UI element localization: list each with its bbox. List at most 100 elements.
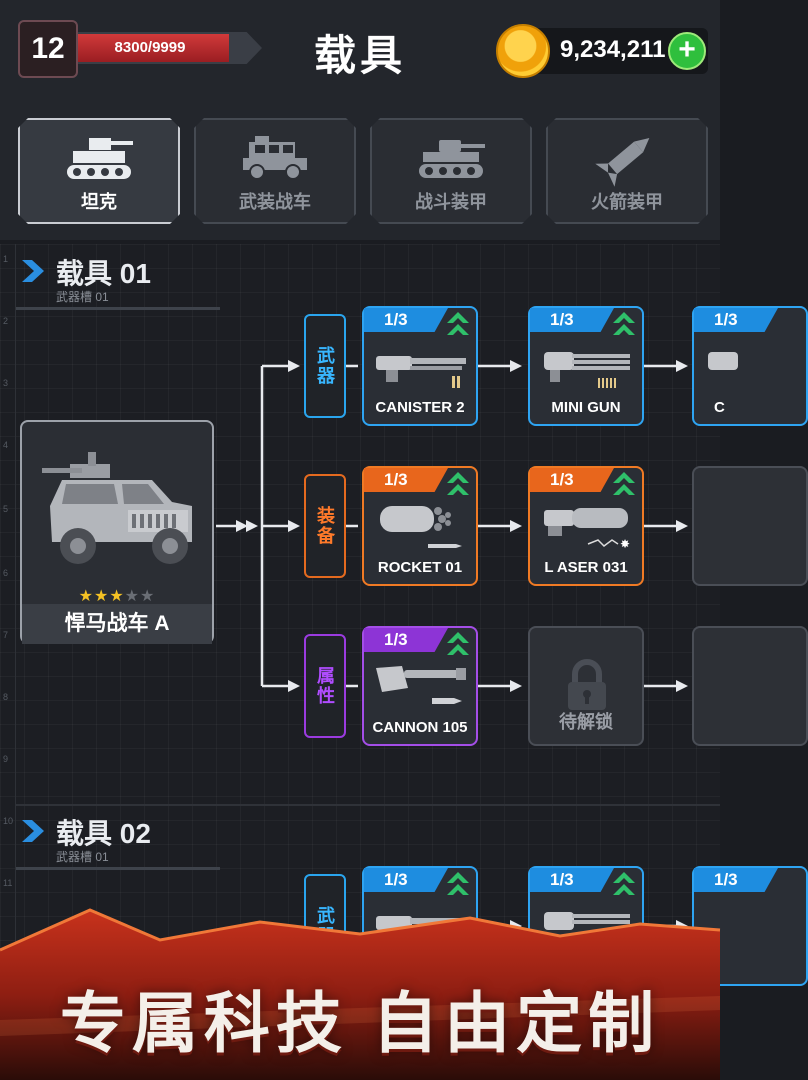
xp-bar (70, 32, 262, 64)
upgrade-level-tag: 1/3 (364, 868, 448, 892)
ruler-number: 4 (3, 440, 9, 450)
upgrade-level-tag: 1/3 (364, 468, 448, 492)
branch-label-text: 武器 (315, 346, 335, 386)
upgrade-card-label: C (714, 399, 725, 416)
branch-label-text: 属性 (315, 666, 335, 706)
ruler-number: 9 (3, 754, 9, 764)
gold-coin-icon (496, 24, 550, 78)
vehicle-name: 悍马战车 A (22, 604, 212, 644)
upgrade-level-tag: 1/3 (530, 868, 614, 892)
tab-label: 火箭装甲 (591, 192, 663, 212)
player-level-panel[interactable]: 8300/9999 12 (18, 20, 262, 78)
branch-label-weapon: 武器 (304, 314, 346, 418)
branch-label-attribute: 属性 (304, 634, 346, 738)
rocket-launcher-icon (380, 506, 462, 548)
upgrade-arrow-icon (613, 872, 635, 895)
upgrade-arrow-icon (613, 312, 635, 335)
vehicle-category-tabs: 坦克 武装战车 战斗装甲 (0, 100, 720, 240)
tab-rocket-armor[interactable]: 火箭装甲 (546, 118, 708, 224)
upgrade-card-label: CANISTER 2 (375, 399, 465, 416)
xp-bar-fill (70, 34, 230, 62)
tab-battle-armor[interactable]: 战斗装甲 (370, 118, 532, 224)
tab-tank[interactable]: 坦克 (18, 118, 180, 224)
star-icon: ★ (109, 588, 125, 605)
upgrade-card-rocket-01[interactable]: 1/3 ROCKET 01 (362, 466, 478, 586)
vehicle-card[interactable]: ★★★★★ 悍马战车 A (20, 420, 214, 644)
padlock-icon (568, 659, 606, 710)
humvee-vehicle-image (42, 452, 192, 564)
upgrade-card-laser-031[interactable]: 1/3 ✸ L ASER 031 (528, 466, 644, 586)
top-bar: 8300/9999 12 载具 9,234,211 + (0, 0, 720, 100)
ruler-number: 1 (3, 254, 9, 264)
upgrade-level-tag: 1/3 (694, 868, 778, 892)
upgrade-card-locked[interactable]: 待解锁 (528, 626, 644, 746)
xp-text: 8300/9999 (114, 39, 186, 56)
tab-label: 坦克 (81, 192, 117, 212)
ruler-number: 8 (3, 692, 9, 702)
minigun-icon (708, 352, 738, 370)
section-header: 载具 01 武器槽 01 (16, 246, 220, 310)
branch-label-text: 装备 (315, 506, 335, 546)
upgrade-level-tag: 1/3 (364, 628, 448, 652)
grid-ruler: 1 2 3 4 5 6 7 8 9 10 11 (0, 244, 16, 1080)
upgrade-card-label: CANNON 105 (372, 719, 468, 736)
gatling-gun-icon (376, 356, 466, 388)
upgrade-level-tag: 1/3 (530, 468, 614, 492)
cannon-icon (376, 666, 466, 704)
add-coins-button[interactable]: + (668, 32, 706, 70)
tank-icon (63, 132, 135, 184)
upgrade-card-label: ROCKET 01 (377, 559, 463, 576)
section-subtitle: 武器槽 01 (56, 290, 109, 304)
upgrade-arrow-icon (447, 632, 469, 655)
section-header: 载具 02 武器槽 01 (16, 806, 220, 870)
upgrade-card-locked-slot[interactable] (692, 466, 808, 586)
upgrade-arrow-icon (447, 872, 469, 895)
star-icon: ★ (124, 588, 141, 605)
chevron-right-icon (22, 260, 44, 282)
section-title: 载具 02 (56, 818, 151, 849)
ruler-number: 5 (3, 504, 9, 514)
battle-tank-icon (415, 132, 487, 184)
upgrade-card-label: L ASER 031 (544, 559, 628, 576)
upgrade-arrow-icon (613, 472, 635, 495)
banner-background (0, 908, 721, 1080)
ruler-number: 3 (3, 378, 9, 388)
star-rating: ★★★★★ (22, 586, 212, 606)
upgrade-card-locked-slot[interactable] (692, 626, 808, 746)
upgrade-card-cannon-105[interactable]: 1/3 CANNON 105 (362, 626, 478, 746)
minigun-icon (544, 352, 630, 388)
tab-armored-car[interactable]: 武装战车 (194, 118, 356, 224)
coin-panel: 9,234,211 + (496, 22, 708, 80)
star-icon: ★ (93, 588, 110, 605)
ruler-number: 7 (3, 630, 9, 640)
upgrade-arrow-icon (447, 312, 469, 335)
upgrade-card-canister-2[interactable]: 1/3 CANISTER 2 (362, 306, 478, 426)
tab-label: 战斗装甲 (415, 192, 487, 212)
star-icon: ★ (140, 588, 156, 605)
upgrade-card-partial[interactable]: 1/3 C (692, 306, 808, 426)
laser-cannon-icon: ✸ (544, 508, 630, 551)
level-badge: 12 (18, 20, 78, 78)
section-divider (16, 804, 720, 806)
promo-banner: 专属科技 自由定制 (0, 900, 721, 1080)
upgrade-card-mini-gun[interactable]: 1/3 MINI GUN (528, 306, 644, 426)
rocket-icon (591, 132, 663, 184)
svg-text:✸: ✸ (620, 537, 630, 551)
upgrade-arrow-icon (447, 472, 469, 495)
upgrade-level-tag: 1/3 (530, 308, 614, 332)
tab-label: 武装战车 (239, 192, 311, 212)
upgrade-level-tag: 1/3 (364, 308, 448, 332)
upgrade-level-tag: 1/3 (694, 308, 778, 332)
branch-label-equipment: 装备 (304, 474, 346, 578)
ruler-number: 11 (3, 878, 13, 888)
star-icon: ★ (78, 588, 94, 605)
armored-car-icon (239, 132, 311, 184)
ruler-number: 2 (3, 316, 9, 326)
section-title: 载具 01 (56, 258, 151, 289)
upgrade-card-label: 待解锁 (559, 712, 613, 732)
upgrade-card-label: MINI GUN (551, 399, 621, 416)
minigun-icon (544, 912, 630, 930)
page-title: 载具 (313, 32, 406, 79)
ruler-number: 6 (3, 568, 9, 578)
section-subtitle: 武器槽 01 (56, 850, 109, 864)
